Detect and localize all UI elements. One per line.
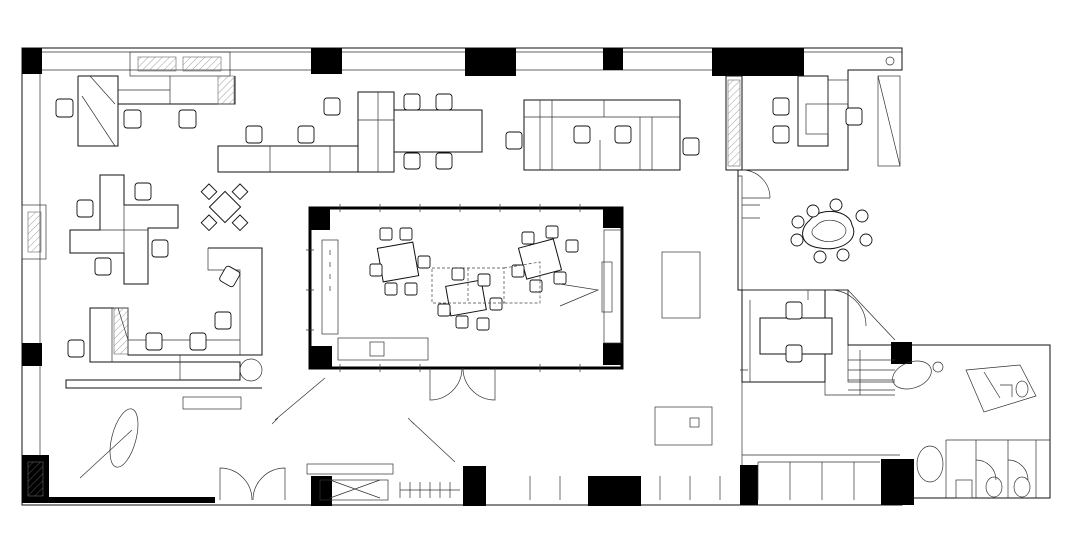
workstations-top-left	[55, 75, 236, 147]
central-meeting-room	[306, 204, 624, 401]
north-east-office	[725, 75, 863, 199]
windows	[21, 51, 901, 260]
workstations-top-center	[217, 91, 483, 173]
small-office-and-stair	[740, 289, 944, 396]
round-meeting-room	[742, 198, 873, 264]
workstations-bottom-left	[65, 247, 263, 410]
workstations-top-right	[505, 99, 700, 171]
structural-columns	[22, 48, 914, 506]
workstations-left-cross	[69, 174, 249, 285]
restrooms	[757, 364, 1050, 500]
reception-furniture	[79, 251, 721, 501]
